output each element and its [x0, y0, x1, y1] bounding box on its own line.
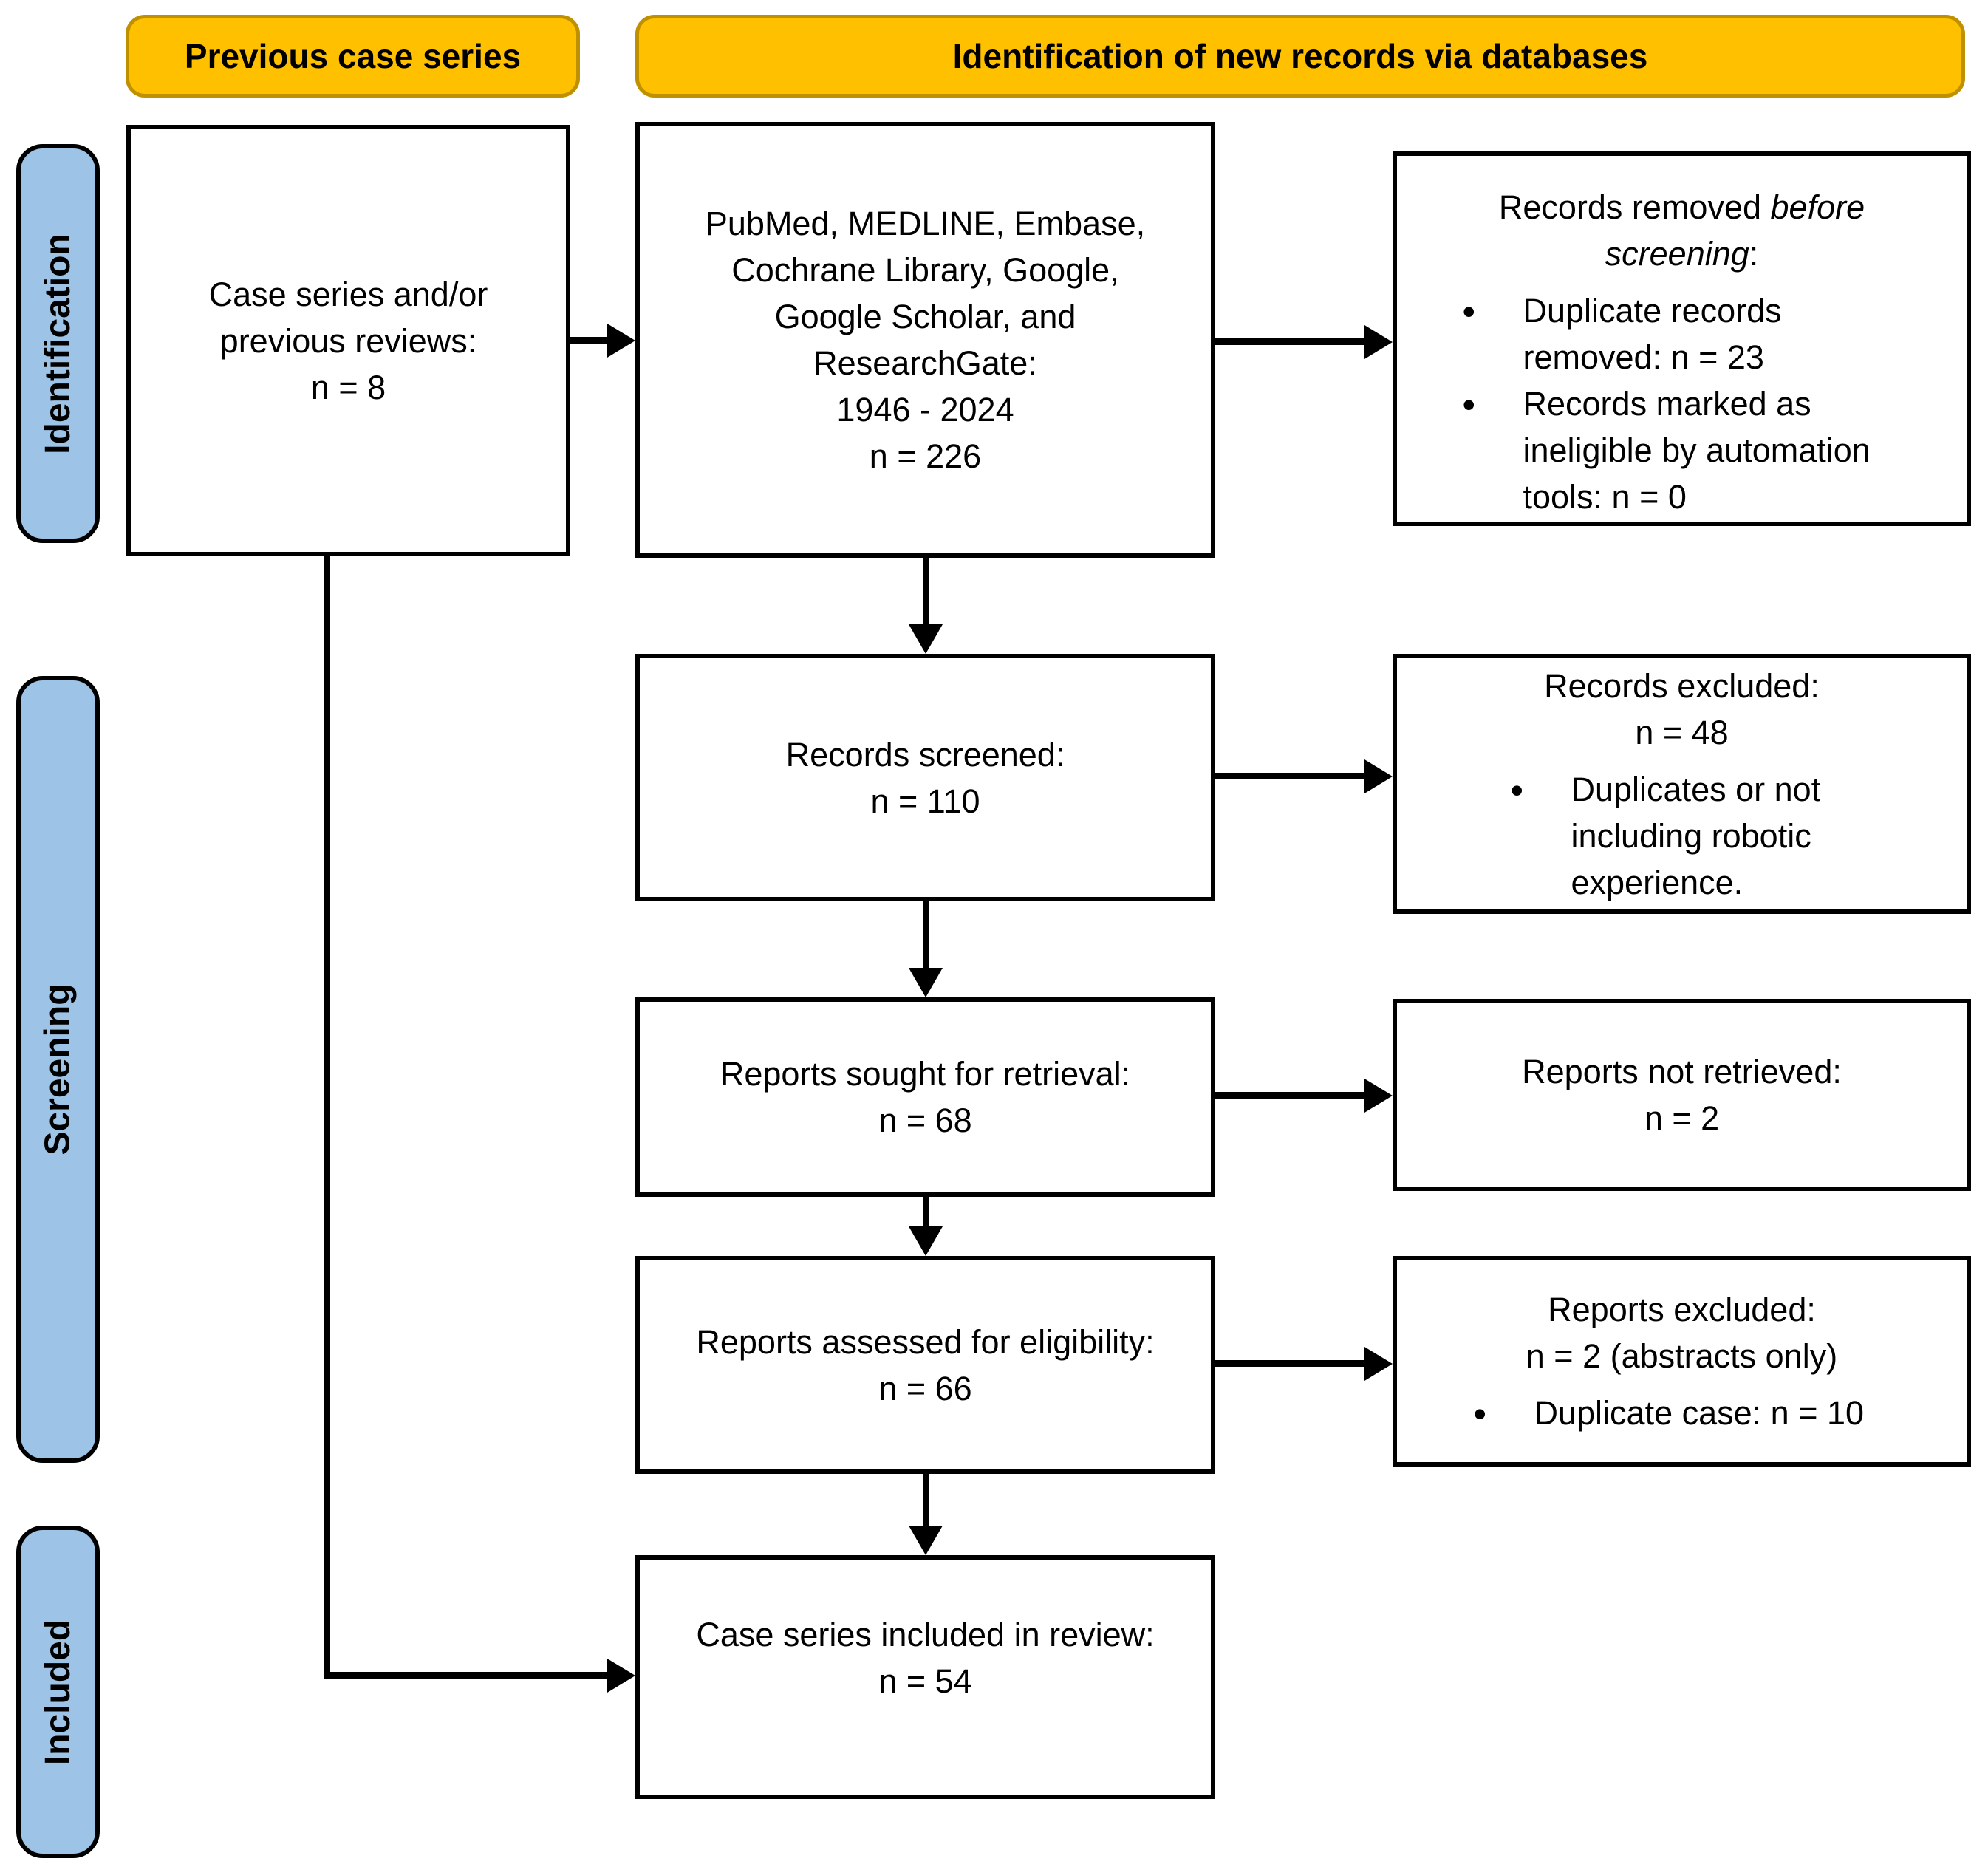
- reports-excluded-bullet-duplicate-case: Duplicate case: n = 10: [1453, 1388, 1911, 1440]
- arrow-databases-to-removed-shaft: [1215, 338, 1367, 345]
- records-excluded-bullet-list: Duplicates or not including robotic expe…: [1490, 765, 1874, 906]
- box-records-removed: Records removed before screening: Duplic…: [1393, 151, 1971, 526]
- arrow-sought-to-assessed-head: [909, 1226, 943, 1256]
- reports-assessed-line1: Reports assessed for eligibility:: [696, 1322, 1155, 1361]
- records-removed-title-italic: before screening: [1605, 188, 1865, 273]
- box-records-excluded: Records excluded: n = 48 Duplicates or n…: [1393, 654, 1971, 914]
- stage-identification-label: Identification: [38, 233, 78, 454]
- reports-assessed-count: n = 66: [878, 1369, 972, 1407]
- stage-screening: Screening: [16, 676, 100, 1463]
- box-reports-sought: Reports sought for retrieval: n = 68: [635, 997, 1215, 1197]
- reports-excluded-bullet-list: Duplicate case: n = 10: [1453, 1388, 1911, 1440]
- box-databases-line2: Cochrane Library, Google,: [731, 251, 1119, 289]
- arrow-screened-to-sought-head: [909, 968, 943, 997]
- box-databases-daterange: 1946 - 2024: [836, 391, 1014, 429]
- records-screened-count: n = 110: [870, 782, 980, 820]
- box-records-removed-title: Records removed before screening:: [1461, 184, 1904, 277]
- box-databases-line4: ResearchGate:: [813, 344, 1037, 382]
- arrow-databases-to-removed-head: [1364, 325, 1393, 359]
- stage-identification: Identification: [16, 144, 100, 543]
- records-screened-line1: Records screened:: [785, 735, 1065, 774]
- arrow-previous-to-included-horizontal-shaft: [324, 1672, 610, 1679]
- reports-sought-count: n = 68: [878, 1102, 972, 1139]
- arrow-previous-to-included-vertical-shaft: [324, 556, 330, 1679]
- box-reports-not-retrieved: Reports not retrieved: n = 2: [1393, 999, 1971, 1191]
- arrow-previous-to-databases-shaft: [570, 337, 612, 344]
- arrow-previous-to-included-head: [607, 1659, 635, 1693]
- reports-excluded-line1: Reports excluded:: [1548, 1291, 1816, 1328]
- reports-not-retrieved-count: n = 2: [1644, 1099, 1720, 1137]
- box-databases-line1: PubMed, MEDLINE, Embase,: [705, 205, 1146, 242]
- box-previous-count: n = 8: [310, 368, 386, 406]
- box-databases-count: n = 226: [869, 437, 982, 475]
- records-excluded-bullet-duplicates: Duplicates or not including robotic expe…: [1490, 765, 1874, 906]
- stage-included: Included: [16, 1526, 100, 1858]
- arrow-sought-to-not-retrieved-shaft: [1215, 1092, 1367, 1099]
- box-case-series-included: Case series included in review: n = 54: [635, 1555, 1215, 1799]
- box-previous-case-series: Case series and/or previous reviews: n =…: [126, 125, 570, 556]
- records-removed-bullet-list: Duplicate records removed: n = 23 Record…: [1442, 286, 1922, 520]
- box-database-search: PubMed, MEDLINE, Embase, Cochrane Librar…: [635, 122, 1215, 558]
- stage-screening-label: Screening: [38, 983, 78, 1155]
- arrow-screened-to-sought-shaft: [923, 901, 929, 971]
- column-header-previous-label: Previous case series: [184, 37, 522, 75]
- records-removed-bullet-automation: Records marked as ineligible by automati…: [1442, 379, 1922, 520]
- arrow-screened-to-excluded-shaft: [1215, 773, 1367, 779]
- arrow-sought-to-assessed-shaft: [923, 1197, 929, 1229]
- box-records-screened: Records screened: n = 110: [635, 654, 1215, 901]
- column-header-new-records-label: Identification of new records via databa…: [952, 37, 1648, 75]
- reports-sought-line1: Reports sought for retrieval:: [720, 1055, 1131, 1093]
- box-reports-excluded: Reports excluded: n = 2 (abstracts only)…: [1393, 1256, 1971, 1467]
- records-excluded-line1: Records excluded:: [1544, 666, 1820, 705]
- arrow-assessed-to-included-head: [909, 1526, 943, 1555]
- arrow-assessed-to-excluded-shaft: [1215, 1360, 1367, 1367]
- stage-included-label: Included: [38, 1619, 78, 1765]
- arrow-sought-to-not-retrieved-head: [1364, 1079, 1393, 1113]
- included-review-line1: Case series included in review:: [696, 1616, 1155, 1653]
- box-reports-assessed: Reports assessed for eligibility: n = 66: [635, 1256, 1215, 1474]
- arrow-screened-to-excluded-head: [1364, 759, 1393, 793]
- box-previous-line2: previous reviews:: [219, 321, 477, 360]
- arrow-databases-to-screened-head: [909, 624, 943, 654]
- arrow-assessed-to-excluded-head: [1364, 1347, 1393, 1381]
- records-excluded-count: n = 48: [1635, 713, 1729, 751]
- column-header-new-records: Identification of new records via databa…: [635, 15, 1965, 98]
- records-removed-title-suffix: :: [1749, 235, 1759, 273]
- records-removed-bullet-duplicates: Duplicate records removed: n = 23: [1442, 286, 1922, 380]
- arrow-databases-to-screened-shaft: [923, 558, 929, 627]
- box-previous-line1: Case series and/or: [208, 275, 488, 313]
- reports-not-retrieved-line1: Reports not retrieved:: [1522, 1053, 1842, 1090]
- arrow-previous-to-databases-head: [607, 324, 635, 358]
- included-review-count: n = 54: [878, 1662, 972, 1700]
- records-removed-title-prefix: Records removed: [1498, 188, 1771, 226]
- reports-excluded-count: n = 2 (abstracts only): [1526, 1337, 1838, 1375]
- column-header-previous-case-series: Previous case series: [126, 15, 580, 98]
- arrow-assessed-to-included-shaft: [923, 1474, 929, 1529]
- box-databases-line3: Google Scholar, and: [774, 298, 1076, 335]
